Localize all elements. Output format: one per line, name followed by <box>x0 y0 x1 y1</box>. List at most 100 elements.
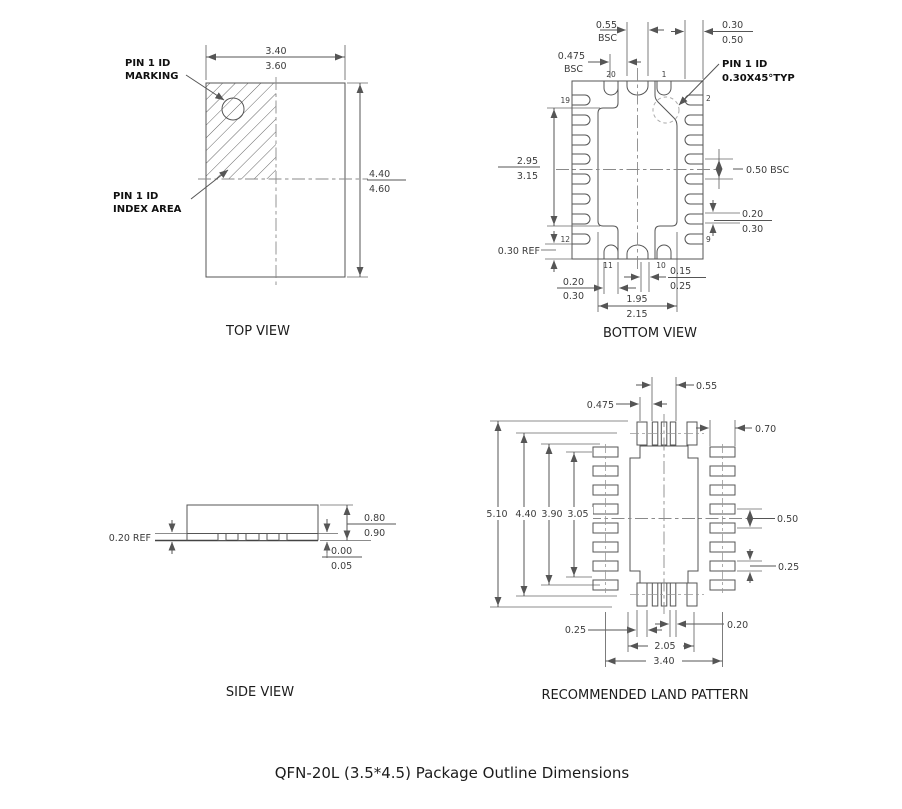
pin1-id-leader <box>678 63 720 106</box>
dim-pad-width-min: 1.95 <box>626 294 647 305</box>
dim-lead-length: 0.30 0.50 <box>671 20 753 79</box>
dim-lp-strip-width: 0.20 <box>655 610 748 637</box>
dim-bottom-lead-width: 0.20 0.30 <box>557 262 636 302</box>
dim-lead-length-max: 0.50 <box>722 35 743 46</box>
dim-standoff-min: 0.00 <box>331 546 352 557</box>
dim-center-slot-width-unit: BSC <box>598 33 617 44</box>
dim-pad-height-min: 2.95 <box>517 156 538 167</box>
exposed-pad-left-outline <box>597 81 619 259</box>
dim-package-height: 0.80 0.90 <box>320 504 396 541</box>
dim-body-width-max: 3.60 <box>265 61 286 72</box>
pin1-index-hatch-area <box>206 83 276 179</box>
dim-pad-width: 1.95 2.15 <box>597 232 678 320</box>
dim-lp-inner-height-2: 3.90 <box>541 509 562 520</box>
dim-lp-bottom-pad-width: 0.25 <box>565 610 662 637</box>
left-leads <box>572 94 591 245</box>
dim-lp-pad-width-value: 0.25 <box>778 562 799 573</box>
dim-lp-pad-length: 0.70 <box>696 420 776 446</box>
pin-number-2: 2 <box>706 94 711 103</box>
bottom-view-title: BOTTOM VIEW <box>603 326 697 341</box>
dim-lp-center-width-value: 2.05 <box>654 641 675 652</box>
bottom-view: PIN 1 ID 0.30X45°TYP 0.55 BSC 0.475 BSC … <box>498 20 795 341</box>
land-pattern-title: RECOMMENDED LAND PATTERN <box>541 688 748 703</box>
dim-body-height-min: 4.40 <box>369 169 390 180</box>
dim-lp-vertical-stack: 5.10 4.40 3.90 3.05 <box>483 420 628 608</box>
dim-tie-bar-max: 0.25 <box>670 281 691 292</box>
pin-number-20: 20 <box>606 70 616 79</box>
side-view-body <box>186 504 319 534</box>
dim-lp-outer-height: 5.10 <box>486 509 507 520</box>
land-pattern: 0.55 0.475 0.70 <box>483 377 799 703</box>
dim-lead-length-min: 0.30 <box>722 20 743 31</box>
dim-bottom-lead-width-max: 0.30 <box>563 291 584 302</box>
dim-lp-pad-length-value: 0.70 <box>755 424 776 435</box>
dim-pad-height: 2.95 3.15 <box>498 107 600 227</box>
dim-lp-center-slot: 0.55 <box>636 377 717 421</box>
dim-lp-inner-height-1: 4.40 <box>515 509 536 520</box>
dim-body-height-max: 4.60 <box>369 184 390 195</box>
top-view-title: TOP VIEW <box>225 324 290 339</box>
dim-lp-pad-pitch-value: 0.50 <box>777 514 798 525</box>
dim-lp-center-width: 2.05 <box>627 612 695 652</box>
pin-number-19: 19 <box>560 96 570 105</box>
dim-lp-row-span-value: 3.40 <box>653 656 674 667</box>
pin1-marking-label-2: MARKING <box>125 71 178 82</box>
pin1-index-label-2: INDEX AREA <box>113 204 182 215</box>
dim-slot-offset-value: 0.475 <box>558 51 585 62</box>
dim-lp-strip-width-value: 0.20 <box>727 620 748 631</box>
pin-number-12: 12 <box>560 235 570 244</box>
dim-lp-row-span: 3.40 <box>605 612 723 667</box>
dim-lp-bottom-pad-width-value: 0.25 <box>565 625 586 636</box>
exposed-pad-right-outline <box>654 81 678 259</box>
dim-lead-pitch-value: 0.50 BSC <box>746 165 790 176</box>
pin1-id-marking-circle <box>221 97 245 121</box>
pin1-marking-leader <box>185 74 225 101</box>
pin-number-1: 1 <box>662 70 667 79</box>
dim-lp-slot-offset: 0.475 <box>587 397 667 421</box>
top-view-body <box>205 82 346 278</box>
dim-slot-offset: 0.475 BSC <box>558 51 641 78</box>
dim-bottom-lead-width-min: 0.20 <box>563 277 584 288</box>
dim-body-width-min: 3.40 <box>265 46 286 57</box>
dim-package-height-min: 0.80 <box>364 513 385 524</box>
pin1-index-label-1: PIN 1 ID <box>113 191 158 202</box>
dim-lp-slot-offset-value: 0.475 <box>587 400 614 411</box>
dim-tie-bar: 0.15 0.25 <box>624 262 706 292</box>
pin-number-10: 10 <box>656 261 666 270</box>
dim-pad-width-max: 2.15 <box>626 309 647 320</box>
pin1-marking-label-1: PIN 1 ID <box>125 58 170 69</box>
dim-standoff: 0.00 0.05 <box>322 519 362 572</box>
pin1-id-label-1: PIN 1 ID <box>722 59 767 70</box>
dim-lp-center-slot-value: 0.55 <box>696 381 717 392</box>
dim-lead-thickness-value: 0.20 REF <box>109 533 151 544</box>
dim-body-width: 3.40 3.60 <box>205 45 346 80</box>
dim-lp-inner-height-3: 3.05 <box>567 509 588 520</box>
dim-pad-height-max: 3.15 <box>517 171 538 182</box>
pin1-id-label-2: 0.30X45°TYP <box>722 73 795 84</box>
dim-lead-width-max: 0.30 <box>742 224 763 235</box>
pin-number-9: 9 <box>706 235 711 244</box>
pin1-index-leader <box>190 169 229 200</box>
dim-package-height-max: 0.90 <box>364 528 385 539</box>
lead-cross-sections <box>217 533 288 541</box>
pin-number-11: 11 <box>603 261 613 270</box>
top-view: 3.40 3.60 4.40 4.60 PIN 1 ID MARKING PIN… <box>113 45 406 339</box>
dim-lp-pad-width: 0.25 <box>737 549 799 583</box>
dim-standoff-max: 0.05 <box>331 561 352 572</box>
dim-lp-pad-pitch: 0.50 <box>737 508 798 529</box>
dim-lead-pitch: 0.50 BSC <box>705 149 790 189</box>
dim-center-slot-width: 0.55 BSC <box>596 20 664 76</box>
side-view-title: SIDE VIEW <box>226 685 294 700</box>
dim-center-slot-width-value: 0.55 <box>596 20 617 31</box>
side-view: 0.20 REF 0.80 0.90 0.00 0.05 SIDE VIEW <box>109 504 396 700</box>
dim-edge-gap-value: 0.30 REF <box>498 246 540 257</box>
dim-lead-width: 0.20 0.30 <box>705 200 772 236</box>
dim-lead-width-min: 0.20 <box>742 209 763 220</box>
dim-edge-gap: 0.30 REF <box>498 231 572 272</box>
dim-lead-thickness: 0.20 REF <box>109 520 176 554</box>
dim-slot-offset-unit: BSC <box>564 64 583 75</box>
dim-body-height: 4.40 4.60 <box>347 82 406 278</box>
pin1-chamfer-highlight-circle <box>652 96 680 124</box>
